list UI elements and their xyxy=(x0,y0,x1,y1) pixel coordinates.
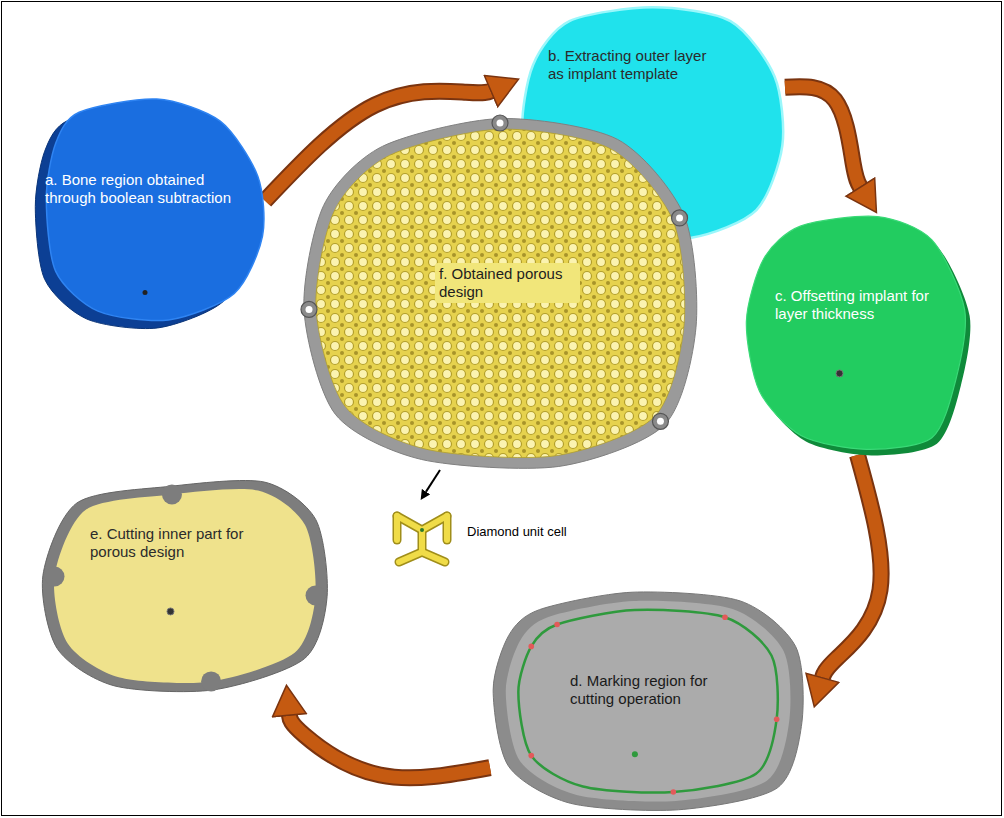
text-group: f. Obtained porous design xyxy=(435,115,580,303)
pointer-arrow xyxy=(426,470,440,492)
process-arrow xyxy=(822,455,881,678)
step-label: b. Extracting outer layer as implant tem… xyxy=(548,47,723,83)
text-group: a. Bone region obtained through boolean … xyxy=(45,95,250,207)
strut xyxy=(394,516,400,540)
bone-region-shape: a. Bone region obtained through boolean … xyxy=(15,95,265,330)
center-marker xyxy=(167,608,174,615)
cut-outline xyxy=(518,610,777,793)
implant-rim xyxy=(42,481,327,692)
screw-notch xyxy=(306,586,326,606)
arrow-outline xyxy=(289,715,490,778)
marked-implant-shape: d. Marking region for cutting operation xyxy=(490,590,805,812)
text-group: Diamond unit cell xyxy=(467,500,577,540)
step-label: f. Obtained porous design xyxy=(435,263,580,303)
strut xyxy=(422,552,445,562)
text-group: b. Extracting outer layer as implant tem… xyxy=(548,5,723,83)
step-label: c. Offsetting implant for layer thicknes… xyxy=(775,287,945,323)
strut xyxy=(399,552,422,562)
cut-point xyxy=(722,614,728,620)
implant-rim xyxy=(304,118,697,468)
node-joint xyxy=(420,528,424,532)
porous-implant-shape: f. Obtained porous design xyxy=(300,115,700,470)
strut-outline xyxy=(399,552,422,562)
cut-point xyxy=(671,789,677,795)
screw-hole xyxy=(301,301,317,317)
cut-point xyxy=(528,644,534,650)
step-label: e. Cutting inner part for porous design xyxy=(90,525,285,561)
center-marker xyxy=(143,290,148,295)
screw-hole-center xyxy=(676,214,683,221)
text-group: d. Marking region for cutting operation xyxy=(570,590,750,708)
bone-face xyxy=(46,99,264,321)
text-group: c. Offsetting implant for layer thicknes… xyxy=(775,215,945,323)
step-label: a. Bone region obtained through boolean … xyxy=(45,171,250,207)
inner-region xyxy=(54,489,316,683)
screw-notch xyxy=(162,484,182,504)
unit-cell-figure: Diamond unit cell xyxy=(385,500,583,570)
cut-point xyxy=(554,622,560,628)
arrow-outline xyxy=(785,87,860,187)
arrow-body xyxy=(822,455,881,678)
screw-notch xyxy=(45,566,65,586)
shape-outline xyxy=(15,95,265,330)
strut-outline xyxy=(422,552,445,562)
implant-face xyxy=(506,601,791,802)
porous-lattice xyxy=(316,129,685,457)
shape-outline xyxy=(745,215,970,455)
text-group: e. Cutting inner part for porous design xyxy=(90,480,285,561)
cut-point xyxy=(528,753,534,759)
screw-hole-center xyxy=(306,306,313,313)
screw-hole xyxy=(492,115,508,131)
strut xyxy=(397,516,422,530)
screw-notch xyxy=(201,671,221,691)
strut xyxy=(444,516,450,540)
screw-hole-center xyxy=(657,418,664,425)
screw-hole-center xyxy=(497,119,504,126)
process-arrow xyxy=(785,87,860,187)
cut-point xyxy=(774,716,780,722)
arrow-body xyxy=(289,715,490,778)
process-arrow xyxy=(289,715,490,778)
offset-face xyxy=(746,216,965,449)
arrow-line xyxy=(426,470,440,492)
step-label: d. Marking region for cutting operation xyxy=(570,672,750,708)
offset-implant-shape: c. Offsetting implant for layer thicknes… xyxy=(745,215,970,455)
implant-rim xyxy=(493,592,803,810)
screw-hole xyxy=(652,413,668,429)
center-marker xyxy=(632,751,638,757)
cut-implant-shape: e. Cutting inner part for porous design xyxy=(40,480,330,692)
strut xyxy=(422,516,447,530)
arrow-body xyxy=(785,87,860,187)
arrow-outline xyxy=(822,455,881,678)
screw-hole xyxy=(672,210,688,226)
strut xyxy=(419,530,425,552)
shape-outline xyxy=(40,480,330,692)
step-label: Diamond unit cell xyxy=(467,524,577,540)
center-marker xyxy=(836,370,843,377)
